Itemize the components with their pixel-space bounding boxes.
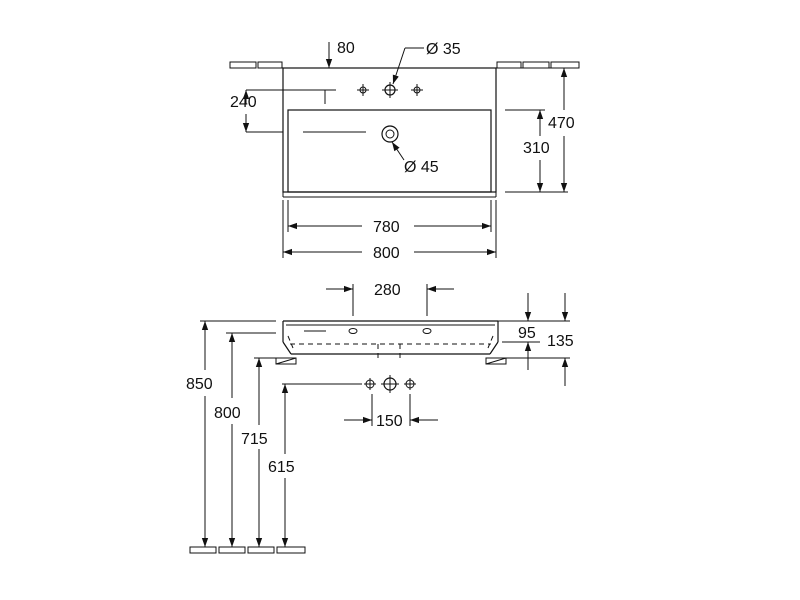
tap-hole-right-icon	[411, 84, 423, 96]
dim-drain-label: Ø 45	[404, 159, 439, 176]
dim-tap-spacing-label: 150	[376, 413, 403, 430]
dim-715-label: 715	[241, 431, 268, 448]
front-tap-hole-left-icon	[348, 328, 358, 334]
dim-total-width-label: 800	[373, 245, 400, 262]
dim-total-height-label: 135	[547, 333, 574, 350]
dim-hole-depth-label: 240	[230, 94, 257, 111]
dim-800-label: 800	[214, 405, 241, 422]
dim-hole-offset-label: 80	[337, 40, 355, 57]
dim-615-label: 615	[268, 459, 295, 476]
dim-tap-hole-label: Ø 35	[426, 41, 461, 58]
dim-850-label: 850	[186, 376, 213, 393]
dim-hole-spacing-label: 280	[374, 282, 401, 299]
basin-front-profile	[282, 320, 499, 360]
counter-hatch	[275, 357, 507, 365]
dim-total-depth-label: 470	[548, 115, 575, 132]
drain-icon	[381, 125, 399, 143]
dim-bowl-width-label: 780	[373, 219, 400, 236]
floor-hatch	[189, 546, 306, 554]
tap-hole-left-icon	[357, 84, 369, 96]
top-wall-hatch	[229, 61, 580, 69]
below-tap-hole-center-icon	[381, 375, 399, 393]
front-view: 280	[186, 282, 574, 554]
below-tap-hole-left-icon	[364, 378, 376, 390]
top-view: 80 Ø 35 240 Ø 45 310 470 780	[229, 40, 580, 262]
dim-rim-height-label: 95	[518, 325, 536, 342]
basin-top-outline	[282, 67, 497, 198]
tap-hole-center-icon	[382, 82, 398, 98]
front-tap-hole-right-icon	[422, 328, 432, 334]
tap-holes	[357, 82, 423, 98]
dim-bowl-depth-label: 310	[523, 140, 550, 157]
below-tap-hole-right-icon	[404, 378, 416, 390]
